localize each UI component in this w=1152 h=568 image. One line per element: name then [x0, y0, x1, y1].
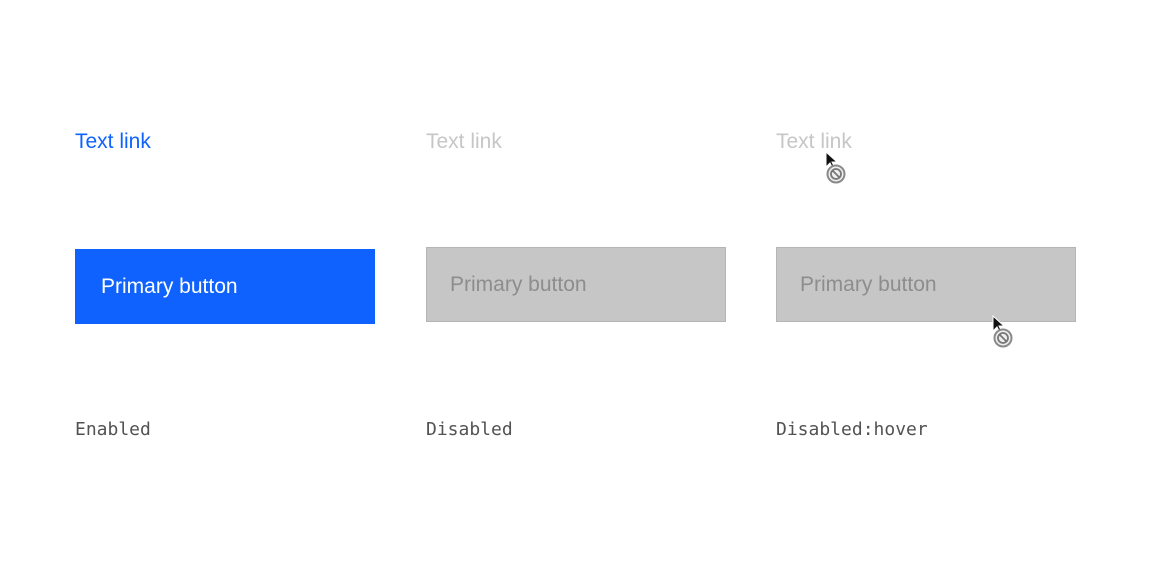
text-link-disabled[interactable]: Text link — [426, 130, 502, 153]
state-label-enabled: Enabled — [75, 419, 151, 440]
not-allowed-cursor-icon — [992, 314, 1013, 348]
primary-button-disabled-hover[interactable]: Primary button — [776, 247, 1076, 322]
disabled-column: Text link Primary button Disabled — [426, 0, 727, 568]
state-label-disabled: Disabled — [426, 419, 513, 440]
primary-button-disabled[interactable]: Primary button — [426, 247, 726, 322]
primary-button-enabled[interactable]: Primary button — [75, 249, 375, 324]
disabled-hover-column: Text link Primary button Disabled:hover — [776, 0, 1077, 568]
text-link-enabled[interactable]: Text link — [75, 130, 151, 153]
not-allowed-cursor-icon — [825, 150, 846, 184]
text-link-disabled-hover[interactable]: Text link — [776, 130, 852, 153]
enabled-column: Text link Primary button Enabled — [75, 0, 376, 568]
state-label-disabled-hover: Disabled:hover — [776, 419, 928, 440]
